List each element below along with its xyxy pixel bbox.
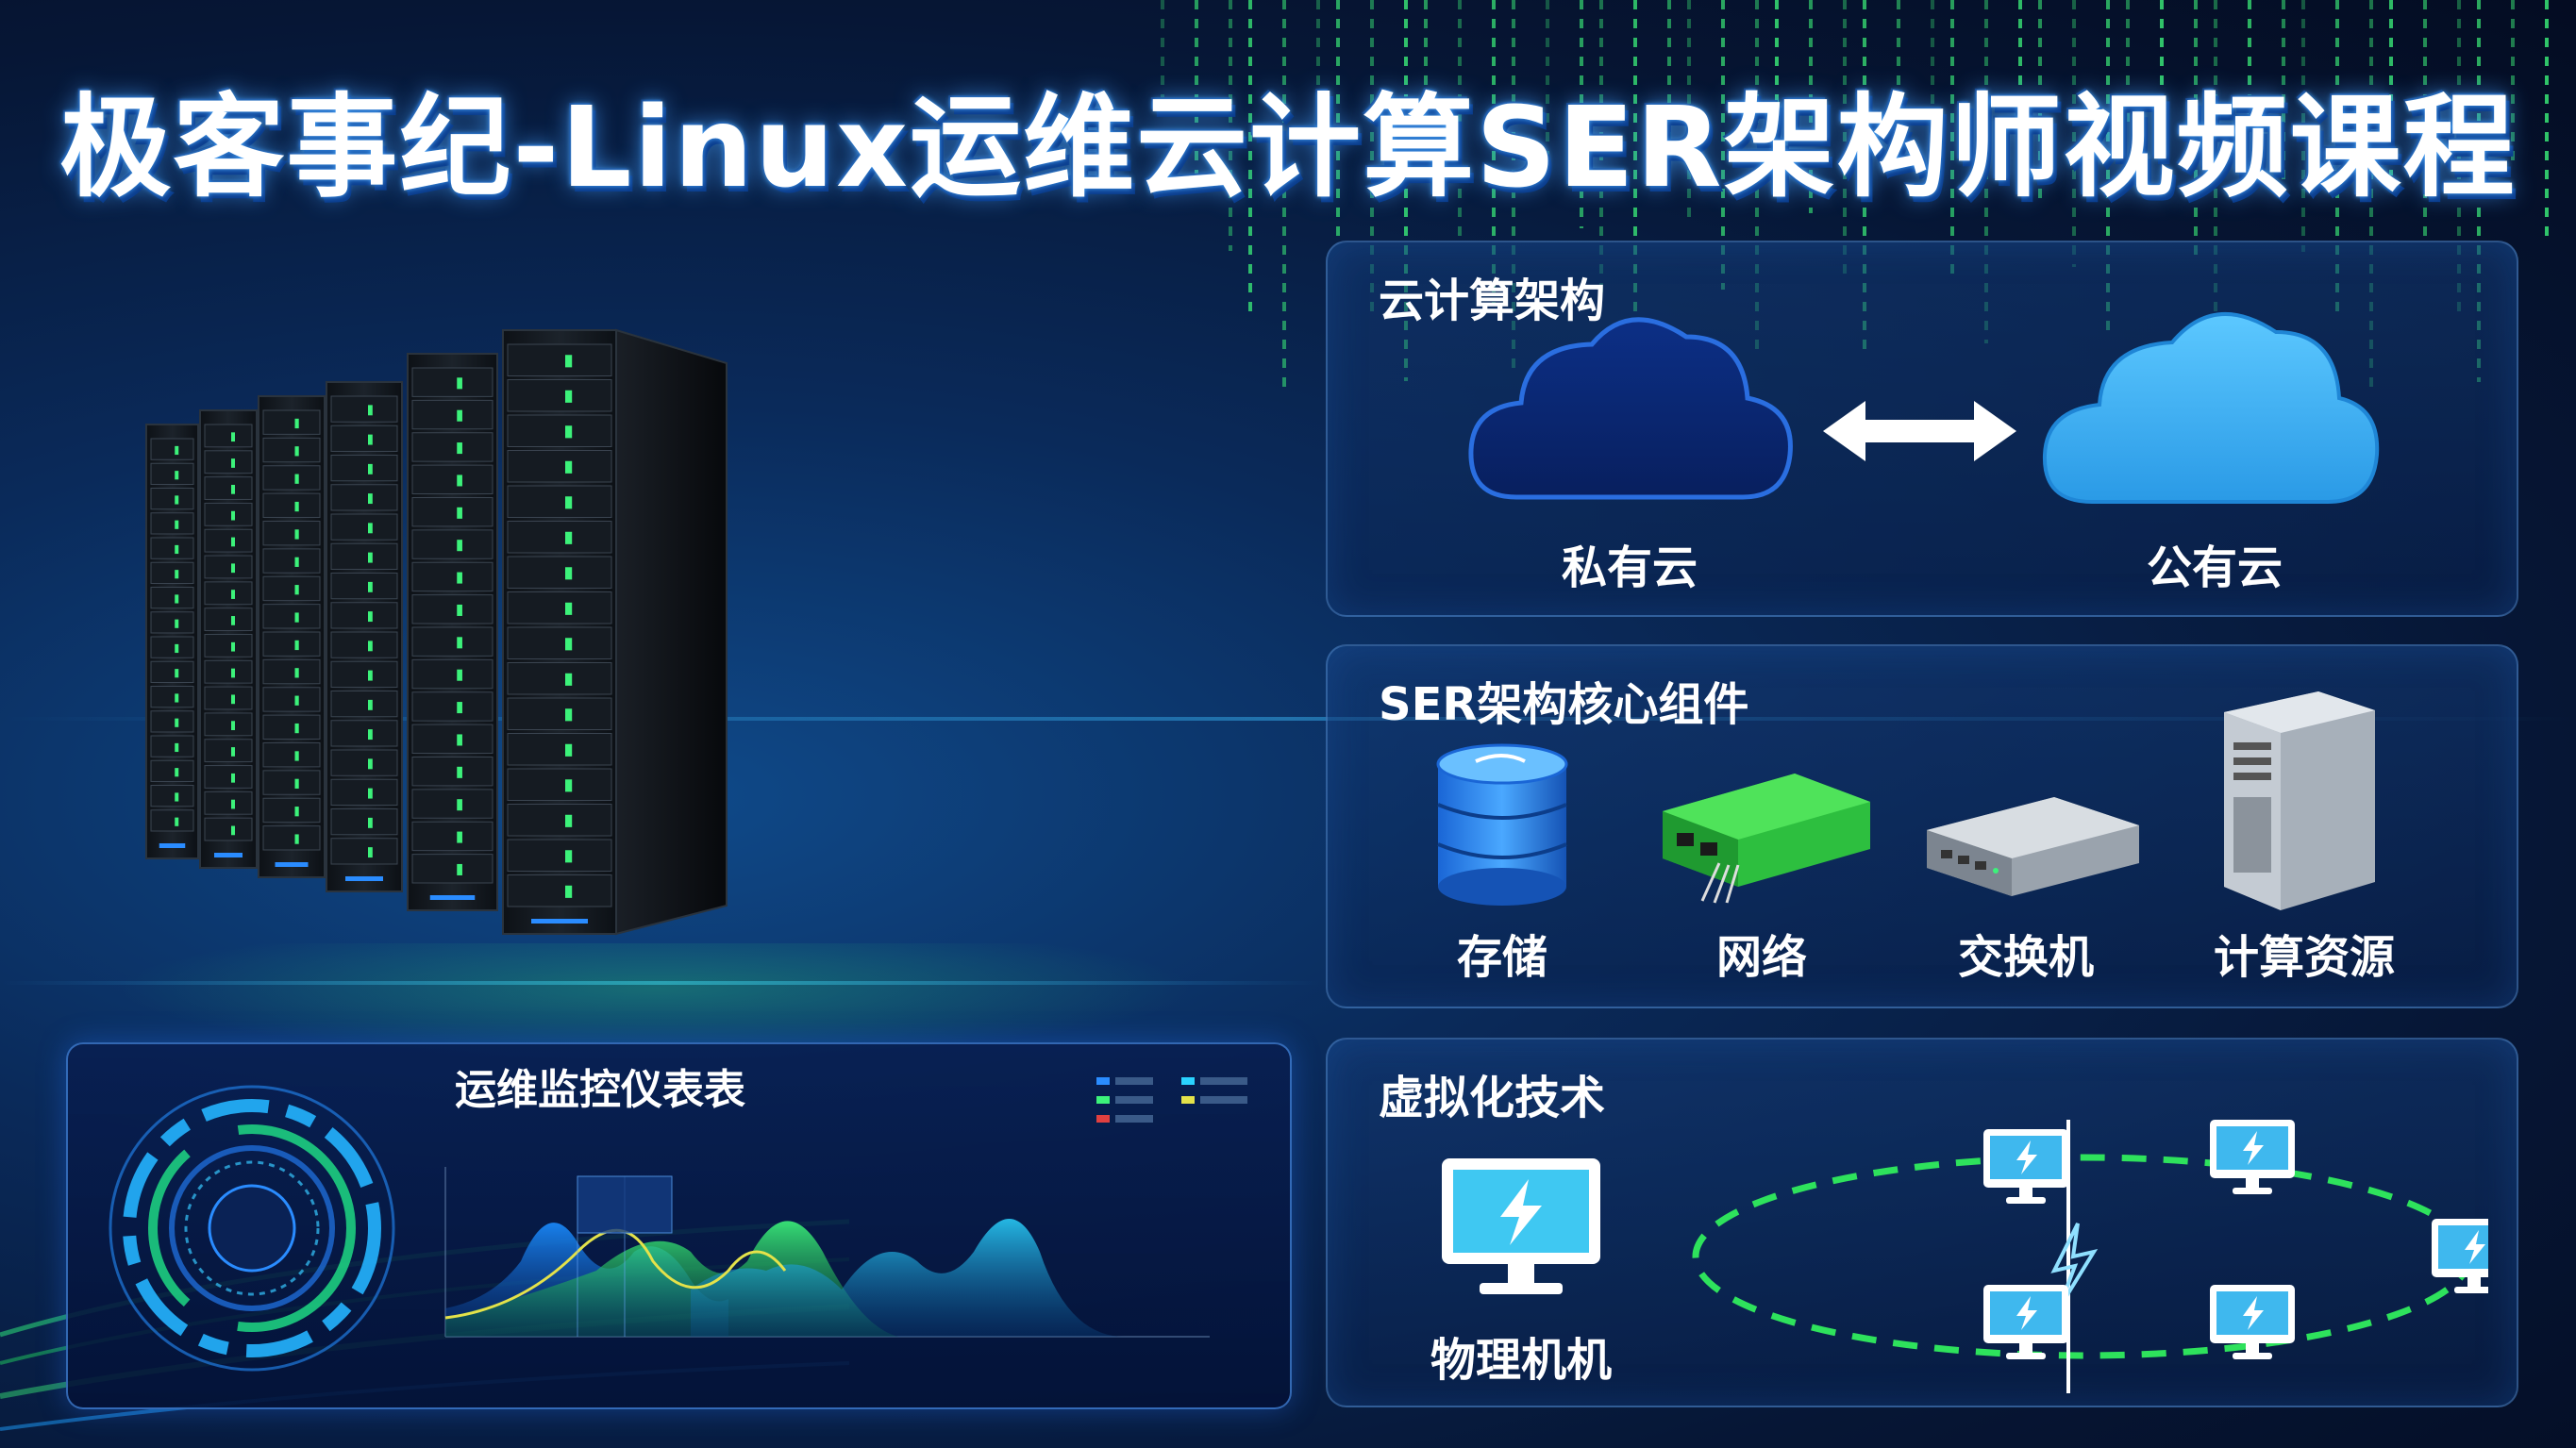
component-label-switch: 交换机 [1957, 931, 2094, 984]
matrix-code-background [1161, 0, 2576, 396]
matrix-code-column [2477, 0, 2481, 382]
matrix-code-column [1492, 0, 1496, 305]
bidirectional-arrow-icon [1823, 401, 2016, 461]
network-device-icon [1663, 774, 1870, 904]
matrix-code-column [2335, 0, 2339, 321]
matrix-code-column [2194, 0, 2198, 259]
component-label-compute: 计算资源 [2213, 931, 2395, 984]
matrix-code-column [2038, 0, 2042, 198]
matrix-code-column [1546, 0, 1549, 159]
virtual-machine-monitor-icon [1983, 1129, 2068, 1204]
matrix-code-column [1404, 0, 1408, 381]
matrix-code-column [1984, 0, 1988, 343]
component-label-storage: 存储 [1456, 931, 1547, 984]
server-rack [199, 409, 258, 869]
matrix-code-column [1775, 0, 1779, 144]
matrix-code-column [2457, 0, 2461, 313]
matrix-code-column [1599, 0, 1603, 297]
matrix-code-column [1931, 0, 1934, 206]
matrix-code-column [1755, 0, 1759, 358]
matrix-code-column [1687, 0, 1691, 221]
private-cloud-icon [1468, 317, 1793, 500]
matrix-code-column [1458, 0, 1462, 236]
matrix-code-column [2126, 0, 2130, 122]
matrix-code-column [2106, 0, 2110, 336]
matrix-code-column [1336, 0, 1340, 243]
matrix-code-column [2282, 0, 2285, 183]
matrix-code-column [1161, 0, 1164, 113]
matrix-code-column [1580, 0, 1583, 228]
server-rack [326, 381, 403, 892]
matrix-code-column [2389, 0, 2393, 175]
matrix-code-column [2072, 0, 2076, 267]
server-rack-illustration [145, 328, 728, 936]
matrix-code-column [1248, 0, 1252, 320]
matrix-code-column [1667, 0, 1671, 152]
virtual-machine-monitor-icon [1983, 1285, 2068, 1359]
server-rack [407, 353, 498, 911]
matrix-code-column [1424, 0, 1428, 167]
ops-monitoring-dashboard: 运维监控仪表表 [66, 1042, 1292, 1409]
virtual-machine-monitor-icon [2210, 1285, 2295, 1359]
virtual-machine-monitor-icon [2210, 1120, 2295, 1194]
matrix-code-column [1512, 0, 1515, 374]
rack-floor-reflection [113, 943, 1198, 1057]
compute-server-icon [2224, 691, 2375, 910]
matrix-code-column [1195, 0, 1198, 182]
ser-components-panel: SER架构核心组件 存储 网络 交换机 计算资源 [1326, 644, 2518, 1008]
matrix-code-column [1229, 0, 1232, 251]
panel-title: SER架构核心组件 [1379, 678, 1749, 731]
horizon-glow-line [0, 717, 2576, 721]
server-rack [502, 329, 617, 935]
matrix-code-column [2369, 0, 2373, 390]
dashboard-title: 运维监控仪表表 [455, 1066, 745, 1114]
horizon-glow-line [0, 981, 1321, 985]
matrix-code-column [1282, 0, 1286, 389]
virtualization-panel: 虚拟化技术 物理机机 [1326, 1038, 2518, 1407]
matrix-code-column [1370, 0, 1374, 312]
page-title: 极客事纪-Linux运维云计算SER架构师视频课程 [59, 82, 2517, 212]
virtual-machine-monitor-icon [2432, 1219, 2488, 1293]
panel-title: 虚拟化技术 [1379, 1072, 1606, 1124]
area-chart [444, 1167, 1210, 1338]
matrix-code-column [2301, 0, 2305, 252]
matrix-code-column [1863, 0, 1866, 351]
matrix-code-column [1316, 0, 1320, 175]
matrix-code-column [2214, 0, 2217, 328]
matrix-code-column [2423, 0, 2427, 244]
matrix-code-column [1950, 0, 1954, 275]
cloud-architecture-panel: 云计算架构 私有云 公有云 [1326, 241, 2518, 617]
panel-title: 云计算架构 [1379, 275, 1606, 327]
matrix-code-column [1809, 0, 1813, 213]
matrix-code-column [1843, 0, 1847, 282]
matrix-code-column [2018, 0, 2022, 129]
component-label-network: 网络 [1715, 931, 1807, 984]
matrix-code-column [2248, 0, 2251, 114]
server-rack [258, 395, 326, 878]
storage-database-icon [1436, 743, 1568, 906]
radial-gauge [109, 1085, 395, 1372]
private-cloud-label: 私有云 [1561, 541, 1698, 594]
public-cloud-label: 公有云 [2146, 541, 2283, 594]
switch-device-icon [1927, 797, 2139, 896]
matrix-code-column [2160, 0, 2164, 191]
physical-machine-label: 物理机机 [1430, 1334, 1612, 1387]
matrix-code-column [1633, 0, 1637, 366]
matrix-code-column [1721, 0, 1725, 290]
matrix-code-column [2545, 0, 2549, 237]
virtual-machines-ring [1692, 1120, 2488, 1393]
server-rack [145, 424, 199, 859]
matrix-code-column [2511, 0, 2515, 168]
matrix-code-column [1897, 0, 1900, 137]
physical-machine-monitor-icon [1442, 1158, 1600, 1294]
public-cloud-icon [2042, 312, 2380, 504]
legend-decoration [1096, 1077, 1247, 1123]
rack-side-panel [615, 328, 728, 936]
